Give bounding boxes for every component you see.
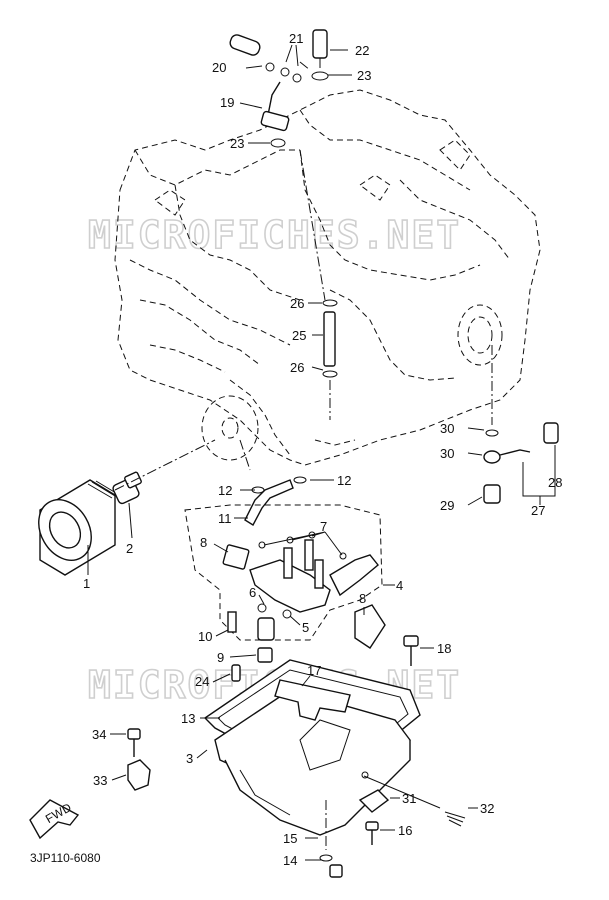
callout-16: 16 <box>398 823 412 838</box>
leader-lines <box>87 44 556 861</box>
callout-19: 19 <box>220 95 234 110</box>
callout-21: 21 <box>289 31 303 46</box>
oil-pipe-25 <box>322 299 338 378</box>
callout-15: 15 <box>283 831 297 846</box>
oil-filter <box>38 479 117 576</box>
callout-22: 22 <box>355 43 369 58</box>
diagram-code: 3JP110-6080 <box>30 851 101 865</box>
union-bolt <box>112 471 142 505</box>
fwd-arrow-icon: FWD <box>29 799 80 840</box>
callout-12a: 12 <box>218 483 232 498</box>
callout-31: 31 <box>402 791 416 806</box>
callout-13: 13 <box>181 711 195 726</box>
callout-3: 3 <box>186 751 193 766</box>
callout-7: 7 <box>320 519 327 534</box>
callout-labels: 1 2 3 4 5 6 7 8 8 9 10 11 12 12 13 14 15… <box>83 31 562 868</box>
callout-30b: 30 <box>440 446 454 461</box>
callout-27: 27 <box>531 503 545 518</box>
callout-23a: 23 <box>357 68 371 83</box>
callout-5: 5 <box>302 620 309 635</box>
callout-1: 1 <box>83 576 90 591</box>
callout-6: 6 <box>249 585 256 600</box>
callout-12b: 12 <box>337 473 351 488</box>
watermark-top: MICROFICHES.NET <box>88 213 461 257</box>
oil-pipe-11 <box>244 476 307 526</box>
callout-8a: 8 <box>200 535 207 550</box>
callout-32: 32 <box>480 801 494 816</box>
callout-30a: 30 <box>440 421 454 436</box>
callout-24: 24 <box>195 674 209 689</box>
callout-26b: 26 <box>290 360 304 375</box>
callout-28: 28 <box>548 475 562 490</box>
callout-25: 25 <box>292 328 306 343</box>
callout-2: 2 <box>126 541 133 556</box>
callout-8b: 8 <box>359 591 366 606</box>
callout-23b: 23 <box>230 136 244 151</box>
breather-assembly <box>229 29 329 148</box>
callout-20: 20 <box>212 60 226 75</box>
callout-26a: 26 <box>290 296 304 311</box>
callout-17: 17 <box>307 663 321 678</box>
callout-18: 18 <box>437 641 451 656</box>
oil-pan <box>203 659 421 878</box>
callout-9: 9 <box>217 650 224 665</box>
strainer-assembly <box>184 504 386 682</box>
callout-10: 10 <box>198 629 212 644</box>
callout-4: 4 <box>396 578 403 593</box>
callout-11: 11 <box>218 511 232 526</box>
callout-33: 33 <box>93 773 107 788</box>
engine-block-outline <box>114 89 541 466</box>
callout-14: 14 <box>283 853 297 868</box>
callout-29: 29 <box>440 498 454 513</box>
fasteners <box>127 422 559 845</box>
callout-34: 34 <box>92 727 106 742</box>
